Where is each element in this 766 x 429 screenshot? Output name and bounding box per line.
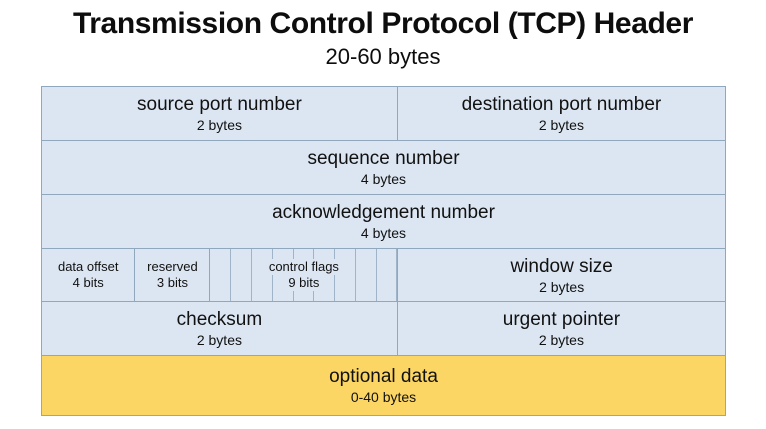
diagram-subtitle: 20-60 bytes	[325, 44, 441, 69]
field-size: 0-40 bytes	[350, 389, 417, 405]
field-size: 2 bytes	[196, 332, 242, 348]
field-size: 2 bytes	[538, 117, 584, 133]
field-optional-data: optional data 0-40 bytes	[42, 356, 725, 415]
table-row-optional-data: optional data 0-40 bytes	[42, 356, 725, 415]
field-size: 4 bytes	[360, 171, 407, 187]
field-label: reserved	[147, 259, 198, 274]
field-data-offset: data offset 4 bits	[42, 249, 136, 301]
field-urgent-pointer: urgent pointer 2 bytes	[398, 302, 725, 355]
table-row-acknowledgement-number: acknowledgement number 4 bytes	[42, 195, 725, 249]
field-acknowledgement-number: acknowledgement number 4 bytes	[42, 195, 725, 248]
tcp-header-table: source port number 2 bytes destination p…	[41, 86, 726, 416]
field-window-size: window size 2 bytes	[398, 249, 725, 301]
field-label: window size	[510, 255, 613, 277]
control-flag-bit	[335, 249, 356, 301]
control-flag-bit	[231, 249, 252, 301]
field-size: 4 bits	[72, 275, 104, 290]
field-size: 2 bytes	[538, 332, 584, 348]
control-flag-bit	[252, 249, 273, 301]
field-label: urgent pointer	[502, 309, 621, 330]
field-reserved: reserved 3 bits	[135, 249, 211, 301]
field-checksum: checksum 2 bytes	[42, 302, 398, 355]
control-flag-bit	[356, 249, 377, 301]
field-size: 4 bytes	[360, 225, 407, 241]
field-size: 2 bytes	[539, 278, 585, 295]
field-label: destination port number	[461, 94, 662, 115]
table-row-sequence-number: sequence number 4 bytes	[42, 141, 725, 195]
field-label: data offset	[57, 259, 119, 274]
title-block: Transmission Control Protocol (TCP) Head…	[0, 0, 766, 71]
field-label: sequence number	[307, 148, 460, 169]
field-label: optional data	[329, 366, 438, 387]
control-flag-bit	[210, 249, 232, 301]
field-source-port: source port number 2 bytes	[42, 87, 398, 140]
field-sequence-number: sequence number 4 bytes	[42, 141, 725, 194]
table-row-offset-flags-window: data offset 4 bits reserved 3 bits contr…	[42, 249, 725, 302]
field-control-flags: control flags 9 bits	[210, 249, 399, 301]
field-destination-port: destination port number 2 bytes	[398, 87, 725, 140]
field-size: 2 bytes	[196, 117, 242, 133]
field-label: checksum	[176, 309, 263, 330]
field-label: source port number	[137, 94, 302, 115]
control-flag-bit	[314, 249, 336, 301]
control-flag-bit	[294, 249, 315, 301]
control-flag-bit	[377, 249, 398, 301]
field-label: acknowledgement number	[272, 202, 495, 223]
table-row-ports: source port number 2 bytes destination p…	[42, 87, 725, 141]
field-size: 3 bits	[156, 275, 188, 290]
control-flag-bit	[273, 249, 294, 301]
diagram-title: Transmission Control Protocol (TCP) Head…	[73, 7, 693, 40]
table-row-checksum-urgent: checksum 2 bytes urgent pointer 2 bytes	[42, 302, 725, 356]
